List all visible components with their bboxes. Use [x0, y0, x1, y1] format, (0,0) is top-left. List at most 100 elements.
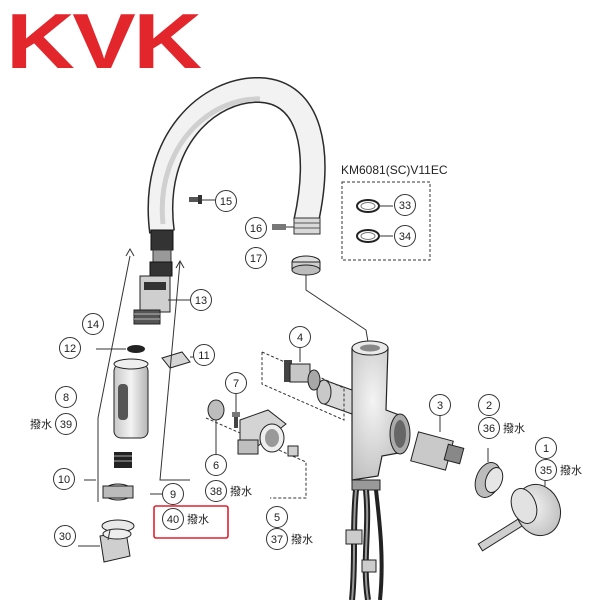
pin-16 — [272, 224, 294, 230]
supply-hoses — [345, 489, 384, 600]
screw-7 — [232, 392, 240, 428]
kvk-logo: KVK — [6, 0, 202, 85]
callout-8: 8 — [55, 386, 77, 408]
callout-circle — [190, 289, 212, 311]
callout-circle — [266, 506, 288, 528]
highlight-box-40 — [153, 505, 229, 539]
callout-number: 3 — [437, 400, 443, 412]
cap-6 — [207, 399, 225, 456]
callout-circle — [205, 454, 227, 476]
callout-12: 12 — [59, 337, 81, 359]
callout-number: 36 — [483, 423, 495, 435]
valve-4 — [284, 348, 321, 391]
callout-circle — [478, 417, 500, 439]
callout-number: 17 — [250, 253, 262, 265]
callout-2: 2 — [478, 394, 500, 416]
callout-circle — [535, 459, 557, 481]
callout-circle — [55, 413, 77, 435]
callout-11: 11 — [193, 344, 215, 366]
callout-13: 13 — [190, 289, 212, 311]
callout-6: 6 — [205, 454, 227, 476]
lever-handle-1 — [477, 460, 562, 552]
dashed-box-5 — [205, 417, 307, 499]
callout-number: 4 — [297, 332, 303, 344]
callout-number: 13 — [195, 295, 207, 307]
callout-number: 30 — [59, 531, 71, 543]
gooseneck-spout — [147, 77, 326, 234]
callout-10: 10 — [53, 468, 75, 490]
callout-4: 4 — [289, 326, 311, 348]
callout-note: 撥水 — [30, 417, 52, 431]
ring-12 — [96, 345, 145, 353]
cartridge-3 — [410, 414, 465, 471]
callout-number: 2 — [486, 400, 492, 412]
callout-number: 7 — [233, 378, 239, 390]
callout-number: 14 — [87, 319, 99, 331]
callout-number: 5 — [274, 512, 280, 524]
callout-circle — [59, 337, 81, 359]
callout-9: 9 — [162, 483, 184, 505]
callout-number: 8 — [63, 392, 69, 404]
callout-circle — [245, 217, 267, 239]
callout-number: 9 — [170, 489, 176, 501]
callout-number: 16 — [250, 223, 262, 235]
callout-circle — [162, 508, 184, 530]
callout-number: 37 — [271, 534, 283, 546]
callout-circle — [55, 386, 77, 408]
callout-39: 39 撥水 — [30, 413, 77, 435]
callout-circle — [215, 190, 237, 212]
callout-number: 12 — [64, 343, 76, 355]
callout-note: 撥水 — [291, 532, 313, 546]
callout-1: 1 — [535, 437, 557, 459]
aerator-parts-10 — [102, 452, 134, 501]
callout-number: 39 — [60, 419, 72, 431]
assembly-arrows — [84, 247, 190, 541]
callout-circle — [54, 525, 76, 547]
callout-34: 34 — [394, 225, 416, 247]
handle-5 — [237, 409, 299, 457]
callout-15: 15 — [215, 190, 237, 212]
callout-number: 35 — [540, 465, 552, 477]
o-ring-34 — [356, 229, 393, 243]
leader-17-body — [305, 275, 369, 343]
kit-label: KM6081(SC)V11EC — [341, 163, 448, 177]
spout-outlet-fitting — [293, 217, 321, 235]
kit-box — [341, 181, 431, 261]
callout-3: 3 — [429, 394, 451, 416]
nut-2 — [474, 448, 504, 498]
callout-circle — [82, 313, 104, 335]
callout-circle — [225, 372, 247, 394]
dashed-box-4 — [261, 351, 345, 421]
callout-circle — [478, 394, 500, 416]
callout-number: 11 — [198, 350, 209, 362]
callout-circle — [162, 483, 184, 505]
callout-number: 15 — [220, 196, 232, 208]
callout-37: 37 撥水 — [266, 528, 313, 550]
screw-15 — [189, 195, 215, 204]
callout-number: 6 — [213, 460, 219, 472]
callout-7: 7 — [225, 372, 247, 394]
callout-16: 16 — [245, 217, 267, 239]
callout-circle — [394, 225, 416, 247]
callout-circle — [535, 437, 557, 459]
callout-circle — [289, 326, 311, 348]
faucet-body — [316, 340, 411, 491]
o-ring-33 — [356, 199, 393, 213]
callout-circle — [429, 394, 451, 416]
callout-note: 撥水 — [187, 512, 209, 526]
callout-circle — [205, 480, 227, 502]
callout-number: 1 — [543, 443, 549, 455]
callout-17: 17 — [245, 247, 267, 269]
callout-number: 10 — [58, 474, 70, 486]
callout-number: 33 — [399, 200, 411, 212]
callout-number: 38 — [210, 486, 222, 498]
callout-circle — [266, 528, 288, 550]
callout-circle — [193, 344, 215, 366]
callout-circle — [245, 247, 267, 269]
